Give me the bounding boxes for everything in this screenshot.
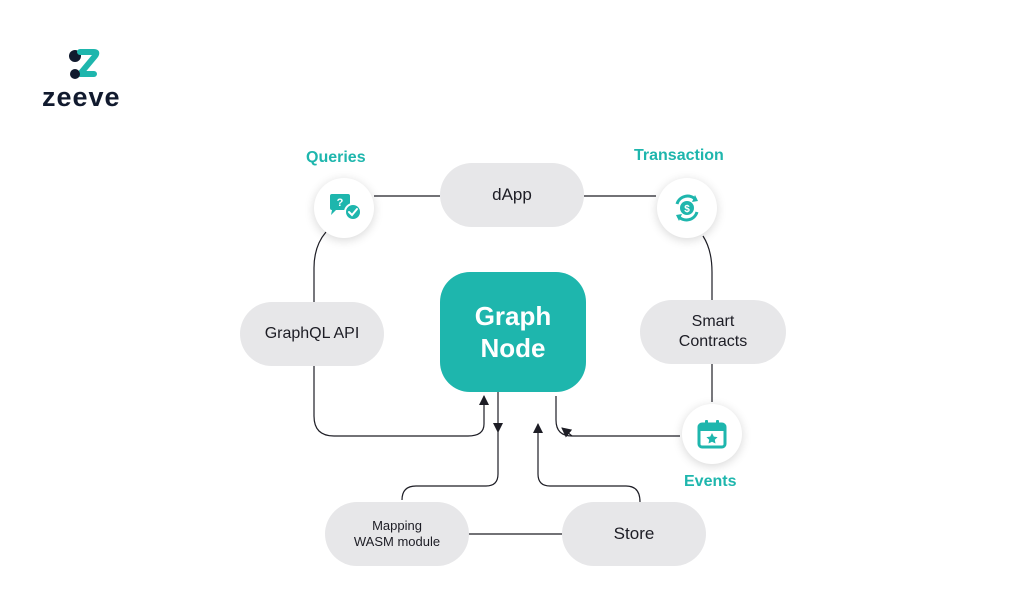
svg-text:$: $	[684, 204, 690, 215]
wire-graphql-graphnode	[313, 366, 489, 437]
graph-node-label-line2: Node	[480, 333, 546, 363]
graph-node-label-line1: Graph	[474, 300, 552, 331]
graph-node: Graph Node	[440, 272, 586, 392]
wire-transaction-smart	[702, 235, 713, 300]
calendar-star-icon	[697, 420, 727, 449]
queries-node: ?	[314, 178, 374, 238]
smart-contracts-label-line1: Smart	[691, 313, 735, 330]
wire-queries-graphql	[313, 231, 327, 302]
dollar-cycle-icon: $	[675, 194, 699, 222]
wire-store-graphnode	[533, 423, 641, 503]
graphql-api-node: GraphQL API	[240, 302, 384, 366]
dapp-label: dApp	[492, 185, 532, 205]
store-label: Store	[613, 524, 655, 544]
wire-events-graphnode	[555, 396, 680, 437]
chat-question-check-icon: ?	[330, 194, 362, 221]
store-node: Store	[562, 502, 706, 566]
mapping-label-line1: Mapping	[372, 517, 422, 533]
svg-text:?: ?	[337, 197, 344, 209]
mapping-label-line2: WASM module	[353, 534, 441, 549]
mapping-wasm-node: Mapping WASM module	[325, 502, 469, 566]
smart-contracts-node: Smart Contracts	[640, 300, 786, 364]
zeeve-logo: zeeve	[40, 48, 130, 112]
transaction-node: $	[657, 178, 717, 238]
dapp-node: dApp	[440, 163, 584, 227]
events-node	[682, 404, 742, 464]
label-transaction: Transaction	[634, 147, 724, 164]
graphql-api-label: GraphQL API	[264, 325, 360, 342]
brand-name: zeeve	[42, 82, 121, 112]
label-queries: Queries	[306, 149, 366, 166]
zeeve-logo-mark	[69, 49, 100, 79]
smart-contracts-label-line2: Contracts	[678, 333, 748, 350]
label-events: Events	[684, 473, 737, 490]
